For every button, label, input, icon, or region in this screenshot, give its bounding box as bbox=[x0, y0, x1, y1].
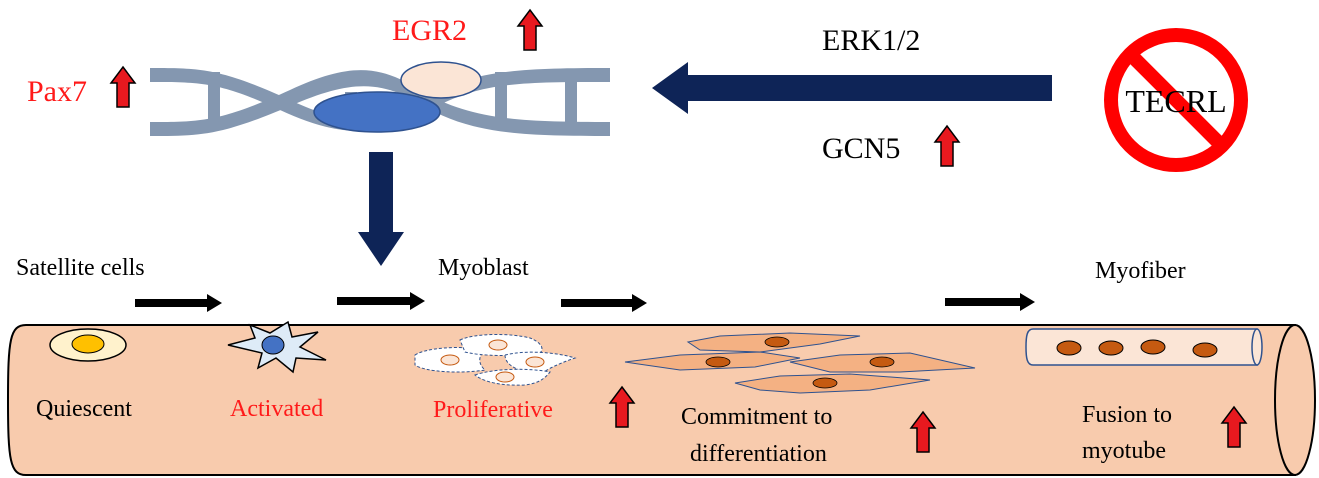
pax7-protein bbox=[313, 91, 441, 133]
muscle-fiber-tube bbox=[6, 324, 1316, 476]
egr2-label: EGR2 bbox=[392, 14, 467, 47]
egr2-protein bbox=[400, 61, 482, 99]
activated-cell bbox=[227, 320, 327, 374]
activated-label: Activated bbox=[230, 396, 323, 422]
erk-label: ERK1/2 bbox=[822, 24, 920, 57]
progression-arrow-3 bbox=[561, 294, 647, 312]
proliferative-cells bbox=[414, 333, 577, 386]
egr2-up-arrow bbox=[517, 9, 543, 51]
gcn5-up-arrow bbox=[934, 125, 960, 167]
fusion-label-line2: myotube bbox=[1082, 438, 1166, 464]
myoblast-label: Myoblast bbox=[438, 255, 529, 281]
tecrl-label: TECRL bbox=[1125, 83, 1226, 119]
quiescent-label: Quiescent bbox=[36, 396, 132, 422]
myofiber-label: Myofiber bbox=[1095, 258, 1186, 284]
dna-helix bbox=[150, 61, 610, 136]
tecrl-knockout-sign bbox=[1104, 28, 1248, 172]
commitment-label-line2: differentiation bbox=[690, 441, 827, 467]
erk-gcn5-arrow bbox=[652, 62, 1052, 114]
commitment-label-line1: Commitment to bbox=[681, 404, 832, 430]
progression-arrow-4 bbox=[945, 293, 1035, 311]
myotube bbox=[1025, 328, 1263, 366]
commitment-cells bbox=[624, 332, 976, 394]
quiescent-cell bbox=[49, 328, 127, 362]
pax7-up-arrow bbox=[110, 66, 136, 108]
progression-arrow-2 bbox=[337, 292, 425, 310]
satellite-cells-label: Satellite cells bbox=[16, 255, 145, 281]
pax7-label: Pax7 bbox=[27, 75, 87, 108]
gcn5-label: GCN5 bbox=[822, 132, 900, 165]
proliferative-label: Proliferative bbox=[433, 397, 553, 423]
dna-to-myoblast-arrow bbox=[358, 152, 404, 266]
fusion-label-line1: Fusion to bbox=[1082, 402, 1172, 428]
progression-arrow-1 bbox=[135, 294, 222, 312]
